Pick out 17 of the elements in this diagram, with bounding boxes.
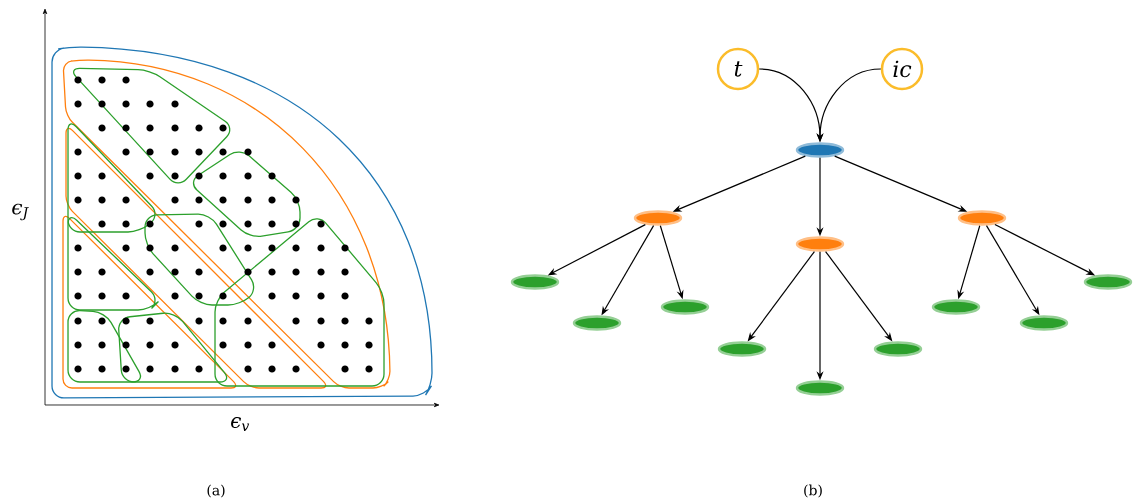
axis-label: ϵ$_{v}$ [231,417,250,431]
tree-node [795,142,845,158]
panel-label: (b) [804,484,822,498]
tree-node [717,341,767,357]
tree-node [660,299,710,315]
tree-node [1083,274,1133,290]
axis-label: ϵ$_{J}$ [12,203,29,221]
tree-node [957,210,1007,226]
tree-node [931,299,981,315]
tree-node [1019,315,1069,331]
tree-node [633,210,683,226]
tree-node [795,380,845,396]
tree-node [873,341,923,357]
tree-node [795,236,845,252]
panel-label: (a) [207,484,225,498]
tree-node [572,315,622,331]
tree-node [510,274,560,290]
